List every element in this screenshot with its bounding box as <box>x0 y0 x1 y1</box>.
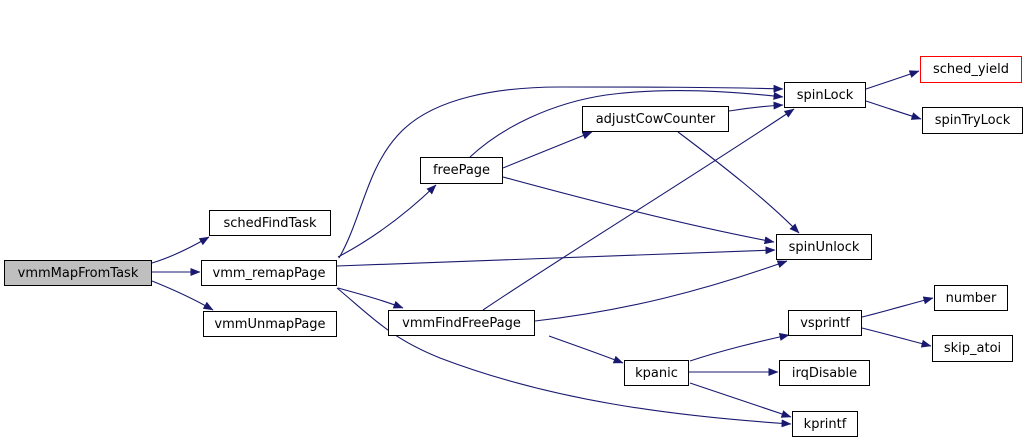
node-irqDisable[interactable]: irqDisable <box>779 360 870 386</box>
node-label-schedFindTask: schedFindTask <box>223 215 317 231</box>
node-schedFindTask[interactable]: schedFindTask <box>209 210 331 236</box>
edge-vmm_remapPage-to-kprintf <box>336 287 792 428</box>
edge-vmm_remapPage-to-spinLock <box>338 84 784 259</box>
node-spinLock[interactable]: spinLock <box>784 82 866 108</box>
node-vmmUnmapPage[interactable]: vmmUnmapPage <box>203 311 337 337</box>
node-vmmFindFreePage[interactable]: vmmFindFreePage <box>388 310 535 336</box>
node-label-vsprintf: vsprintf <box>800 315 850 331</box>
edge-vmm_remapPage-to-spinUnlock <box>336 246 776 267</box>
node-label-irqDisable: irqDisable <box>791 365 858 381</box>
edge-vsprintf-to-skip_atoi <box>861 327 932 348</box>
node-label-freePage: freePage <box>432 163 491 178</box>
edge-spinLock-to-sched_yield <box>865 70 920 90</box>
node-number[interactable]: number <box>934 285 1008 311</box>
node-sched_yield[interactable]: sched_yield <box>920 56 1022 83</box>
edge-vmm_remapPage-to-vmmFindFreePage <box>337 287 404 309</box>
node-label-vmmFindFreePage: vmmFindFreePage <box>402 315 521 331</box>
node-label-vmmMapFromTask: vmmMapFromTask <box>17 265 139 281</box>
node-kpanic[interactable]: kpanic <box>624 360 689 386</box>
node-label-spinTryLock: spinTryLock <box>934 113 1011 128</box>
node-spinUnlock[interactable]: spinUnlock <box>776 234 872 260</box>
node-label-number: number <box>945 290 997 306</box>
node-label-spinLock: spinLock <box>796 87 854 103</box>
edge-kpanic-to-kprintf <box>689 382 792 418</box>
edge-adjustCowCounter-to-spinUnlock <box>677 131 800 234</box>
node-label-kprintf: kprintf <box>803 416 847 432</box>
node-spinTryLock[interactable]: spinTryLock <box>922 107 1023 134</box>
edge-kpanic-to-vsprintf <box>689 333 790 362</box>
edge-freePage-to-spinLock <box>469 89 784 158</box>
node-vmmMapFromTask: vmmMapFromTask <box>4 260 152 286</box>
edge-vsprintf-to-number <box>861 296 934 318</box>
node-skip_atoi[interactable]: skip_atoi <box>932 335 1013 362</box>
edge-freePage-to-adjustCowCounter <box>502 131 593 169</box>
edge-spinLock-to-spinTryLock <box>865 100 922 120</box>
node-label-kpanic: kpanic <box>635 365 678 381</box>
node-kprintf[interactable]: kprintf <box>792 411 858 437</box>
node-label-vmmUnmapPage: vmmUnmapPage <box>214 316 326 332</box>
edge-adjustCowCounter-to-spinLock <box>728 101 784 112</box>
edge-vmm_remapPage-to-freePage <box>337 184 437 258</box>
edge-vmmFindFreePage-to-kpanic <box>548 335 624 364</box>
node-vmm_remapPage[interactable]: vmm_remapPage <box>201 260 337 286</box>
node-freePage[interactable]: freePage <box>420 157 503 184</box>
edge-vmmMapFromTask-to-vmmUnmapPage <box>151 280 214 311</box>
node-label-spinUnlock: spinUnlock <box>788 239 860 255</box>
node-label-adjustCowCounter: adjustCowCounter <box>595 111 716 127</box>
edge-vmmFindFreePage-to-spinUnlock <box>534 260 788 322</box>
node-adjustCowCounter[interactable]: adjustCowCounter <box>582 106 729 132</box>
node-vsprintf[interactable]: vsprintf <box>788 310 862 336</box>
node-label-skip_atoi: skip_atoi <box>943 341 1002 356</box>
edge-vmmFindFreePage-to-spinLock <box>482 108 795 311</box>
node-label-sched_yield: sched_yield <box>932 62 1010 77</box>
node-label-vmm_remapPage: vmm_remapPage <box>212 265 326 281</box>
edge-vmmMapFromTask-to-schedFindTask <box>151 236 210 264</box>
